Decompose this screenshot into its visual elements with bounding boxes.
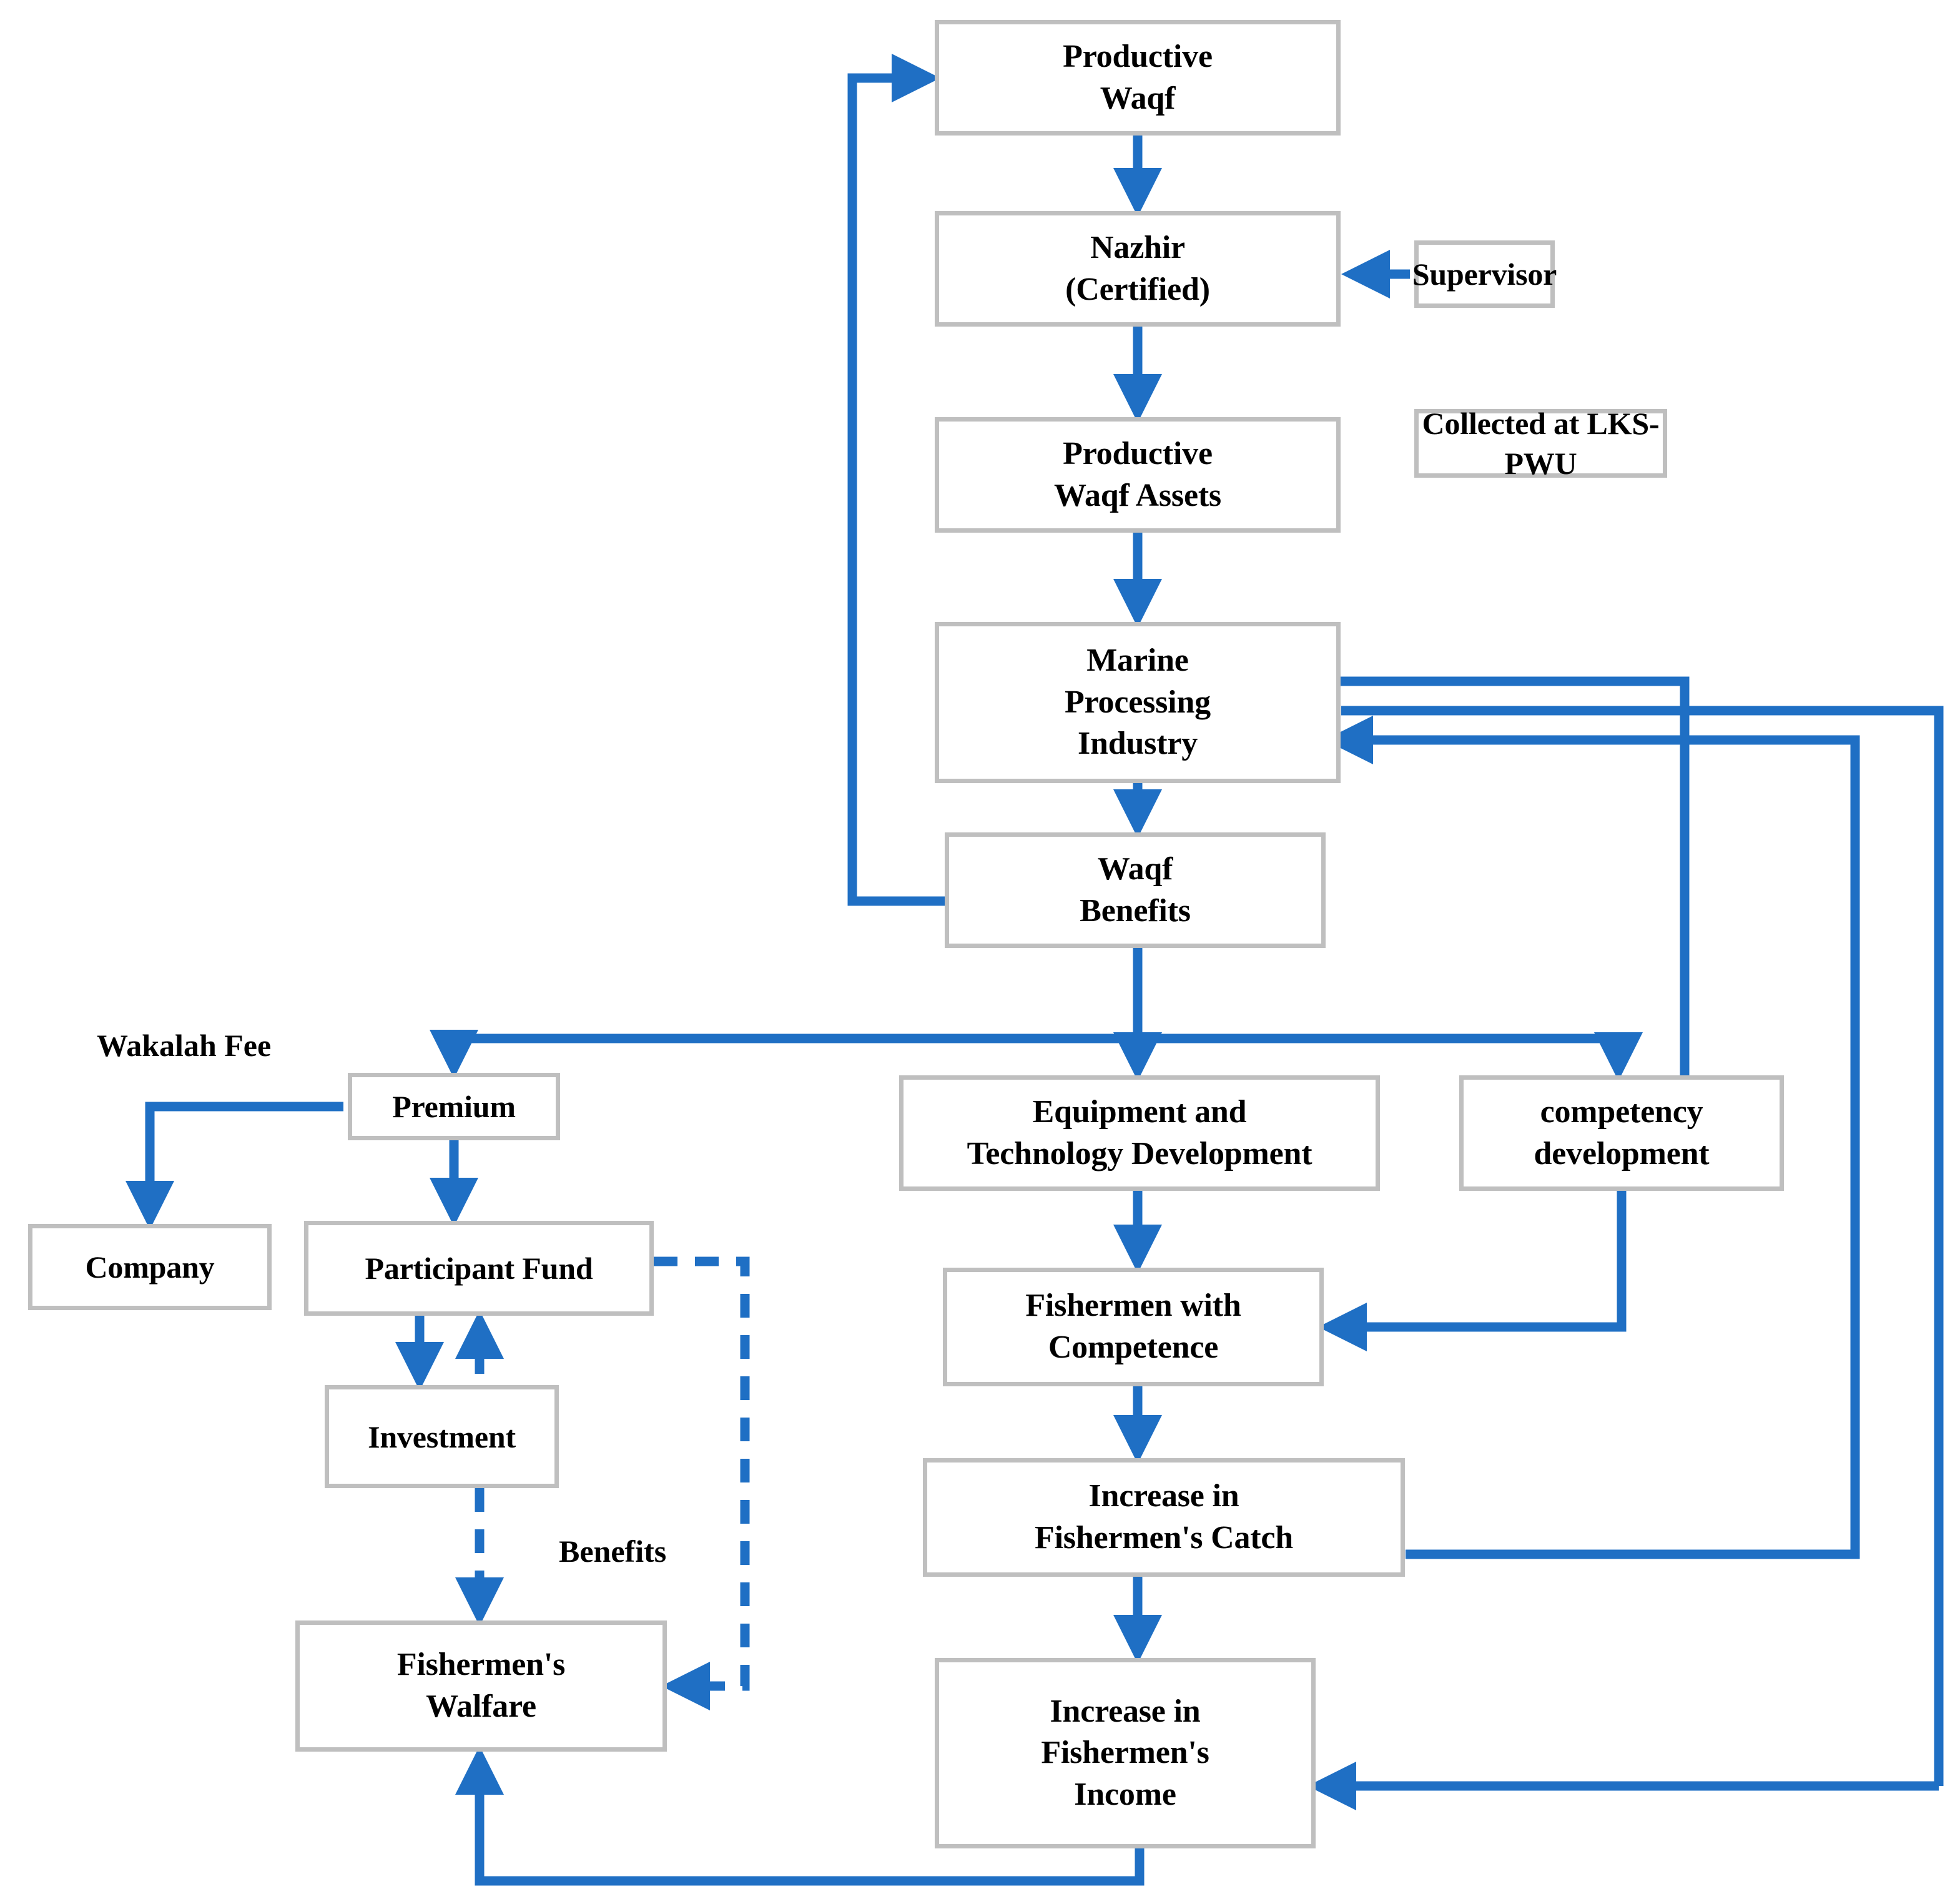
node-company[interactable]: Company bbox=[28, 1224, 272, 1310]
edge-competency-to-marine bbox=[1330, 676, 1690, 1075]
edge-waqf-benefits-to-productive-waqf bbox=[847, 54, 945, 906]
edge-label-wakalah-fee: Wakalah Fee bbox=[97, 1028, 272, 1063]
edge-increase-income-to-walfare bbox=[455, 1746, 1145, 1886]
edge-competency-to-fishermen-competence bbox=[1318, 1191, 1627, 1351]
node-label: Investment bbox=[368, 1419, 516, 1454]
node-label: Company bbox=[85, 1250, 215, 1285]
node-supervisor[interactable]: Supervisor bbox=[1412, 240, 1557, 308]
node-label: Supervisor bbox=[1412, 257, 1557, 292]
node-premium[interactable]: Premium bbox=[348, 1073, 560, 1140]
node-participant-fund[interactable]: Participant Fund bbox=[304, 1221, 654, 1316]
edge-increase-income-to-marine bbox=[1341, 706, 1944, 1786]
edge-premium-to-company bbox=[125, 1102, 343, 1230]
node-nazhir-certified[interactable]: Nazhir(Certified) bbox=[935, 211, 1341, 327]
edge-participant-fund-to-walfare-benefits bbox=[654, 1256, 750, 1710]
node-label: Nazhir(Certified) bbox=[1065, 229, 1210, 307]
node-label: Participant Fund bbox=[365, 1251, 593, 1286]
node-collected-lks-pwu[interactable]: Collected at LKS-PWU bbox=[1414, 406, 1667, 481]
node-label: Collected at LKS-PWU bbox=[1422, 406, 1660, 481]
node-investment[interactable]: Investment bbox=[325, 1385, 559, 1488]
edge-increase-catch-to-marine bbox=[1324, 715, 1860, 1559]
node-label: Premium bbox=[392, 1089, 516, 1124]
edge-label-benefits: Benefits bbox=[559, 1534, 667, 1569]
